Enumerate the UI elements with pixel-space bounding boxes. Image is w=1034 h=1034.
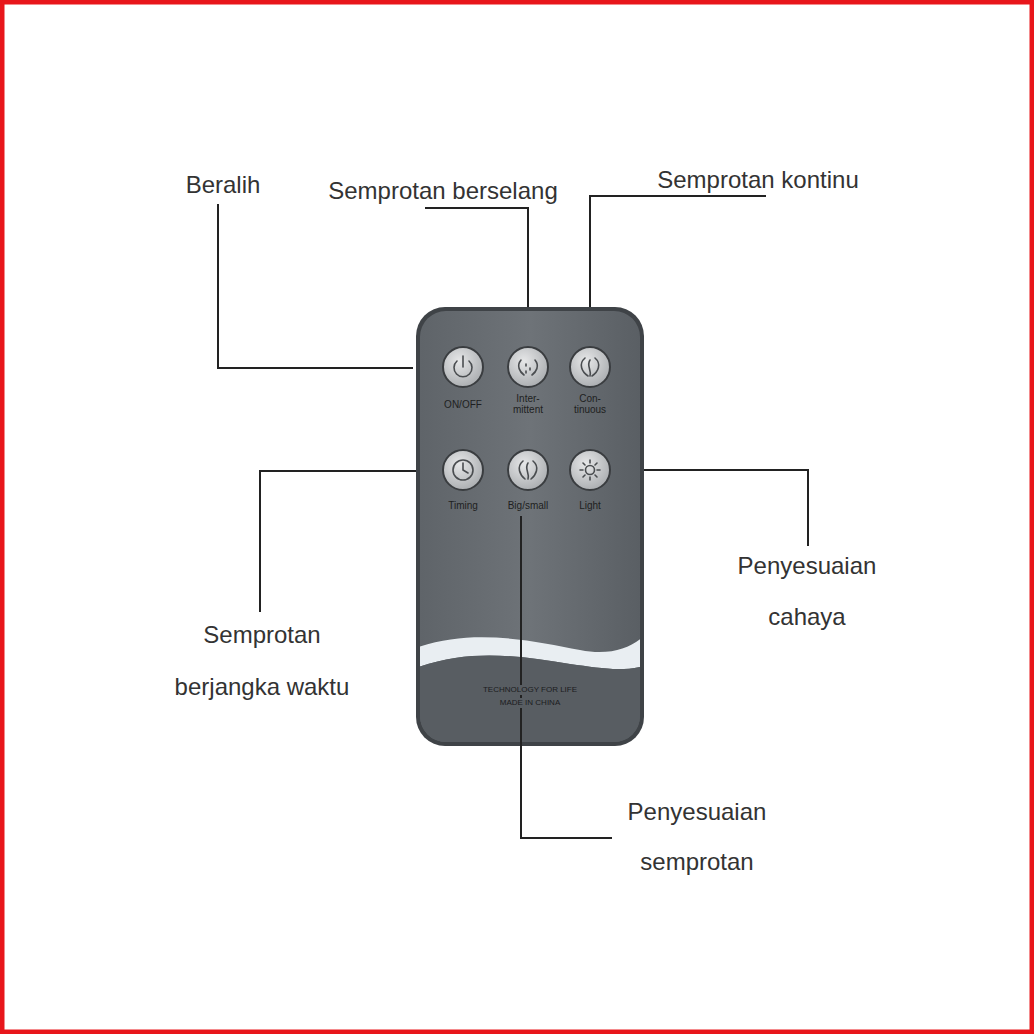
power-button bbox=[443, 347, 483, 387]
sun-icon bbox=[586, 466, 595, 475]
leader-line bbox=[260, 471, 440, 612]
button-label: Inter- mittent bbox=[506, 393, 550, 415]
light-button bbox=[570, 450, 610, 490]
brand-text: MADE IN CHINA bbox=[498, 698, 562, 708]
sun-icon bbox=[580, 460, 600, 480]
callout-label: Penyesuaian cahaya bbox=[722, 540, 892, 642]
callout-label: Semprotan berselang bbox=[328, 176, 557, 206]
button-label: Light bbox=[579, 500, 601, 511]
button-label: Big/small bbox=[508, 500, 549, 511]
callout-label: Semprotan berjangka waktu bbox=[160, 609, 365, 713]
button-label: Timing bbox=[448, 500, 478, 511]
callout-label: Beralih bbox=[186, 170, 261, 200]
callout-label: Penyesuaian semprotan bbox=[607, 787, 787, 887]
continuous-icon bbox=[581, 358, 598, 376]
timing-button bbox=[443, 450, 483, 490]
leader-line bbox=[521, 516, 612, 838]
brand-text: TECHNOLOGY FOR LIFE bbox=[481, 685, 579, 695]
clock-icon bbox=[463, 463, 468, 473]
button-label: ON/OFF bbox=[444, 399, 482, 410]
power-icon bbox=[462, 356, 464, 367]
intermittent-icon bbox=[519, 360, 538, 375]
leader-line bbox=[218, 204, 413, 368]
button-label: Con- tinuous bbox=[568, 393, 612, 415]
continuous-button bbox=[570, 347, 610, 387]
remote-lower-face bbox=[420, 655, 640, 742]
big-small-button bbox=[508, 450, 548, 490]
clock-icon bbox=[453, 460, 473, 480]
spray-icon bbox=[519, 461, 537, 479]
intermittent-button bbox=[508, 347, 548, 387]
callout-label: Semprotan kontinu bbox=[657, 165, 858, 195]
